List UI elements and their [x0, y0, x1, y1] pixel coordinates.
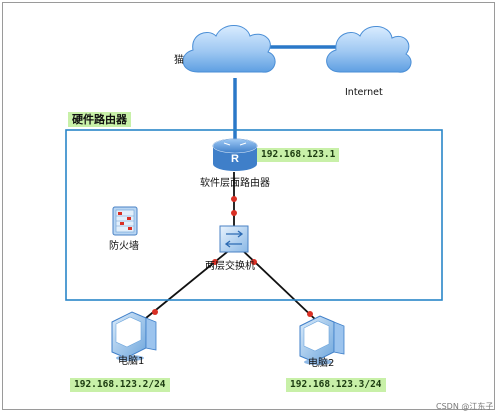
cloud-right-label: Internet [345, 87, 383, 98]
firewall-icon [112, 206, 138, 236]
router-ip: 192.168.123.1 [257, 148, 340, 162]
port-dots [152, 196, 313, 317]
watermark: CSDN @江东子 [436, 402, 494, 411]
switch-label: 两层交换机 [205, 261, 255, 272]
cloud-left-label: 猫 [174, 55, 184, 66]
cloud-icon [326, 26, 412, 73]
cloud-icon [182, 25, 276, 73]
router-label: 软件层面路由器 [200, 178, 270, 189]
switch-icon [219, 225, 249, 253]
hardware-router-box [65, 129, 443, 301]
svg-text:R: R [231, 153, 239, 165]
pc2-ip: 192.168.123.3/24 [286, 378, 386, 392]
pc2-label: 电脑2 [308, 358, 335, 369]
pc1-ip: 192.168.123.2/24 [70, 378, 170, 392]
firewall-label: 防火墙 [109, 241, 139, 252]
pc1-label: 电脑1 [118, 356, 145, 367]
hardware-router-title: 硬件路由器 [68, 112, 131, 127]
image-frame [2, 2, 495, 410]
link-switch-pc2 [239, 247, 319, 323]
pc-icon [299, 315, 345, 365]
pc-icon [111, 311, 157, 361]
router-icon: R [212, 138, 258, 171]
link-switch-pc1 [145, 247, 233, 319]
